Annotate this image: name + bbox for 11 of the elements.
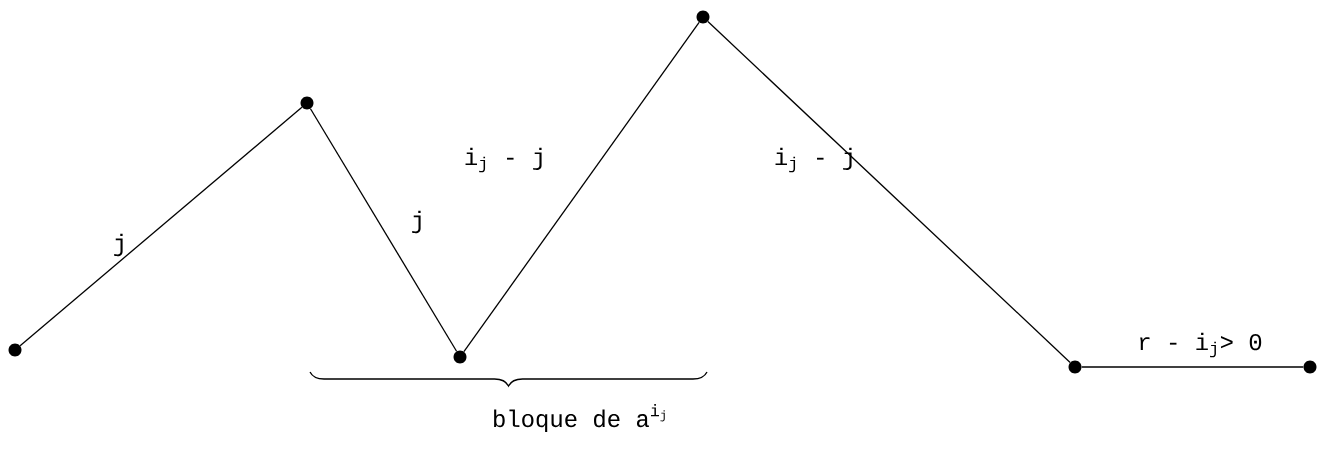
line	[309, 108, 458, 352]
edge-label: r - i$_{j}$> 0	[1140, 332, 1262, 358]
edge-label: i$_{j}$ - j	[775, 147, 852, 173]
line	[19, 106, 303, 347]
line	[1081, 366, 1304, 368]
line	[707, 20, 1071, 364]
line	[463, 21, 700, 353]
edge-label: j	[114, 233, 123, 257]
edge-label: j	[412, 210, 421, 234]
brace-label: $\mathtt{bloque\ de\ a}^{\mathtt{i}_{\mathtt{j}}}$	[494, 404, 665, 432]
edge-label: i$_{j}$ - j	[465, 147, 542, 173]
